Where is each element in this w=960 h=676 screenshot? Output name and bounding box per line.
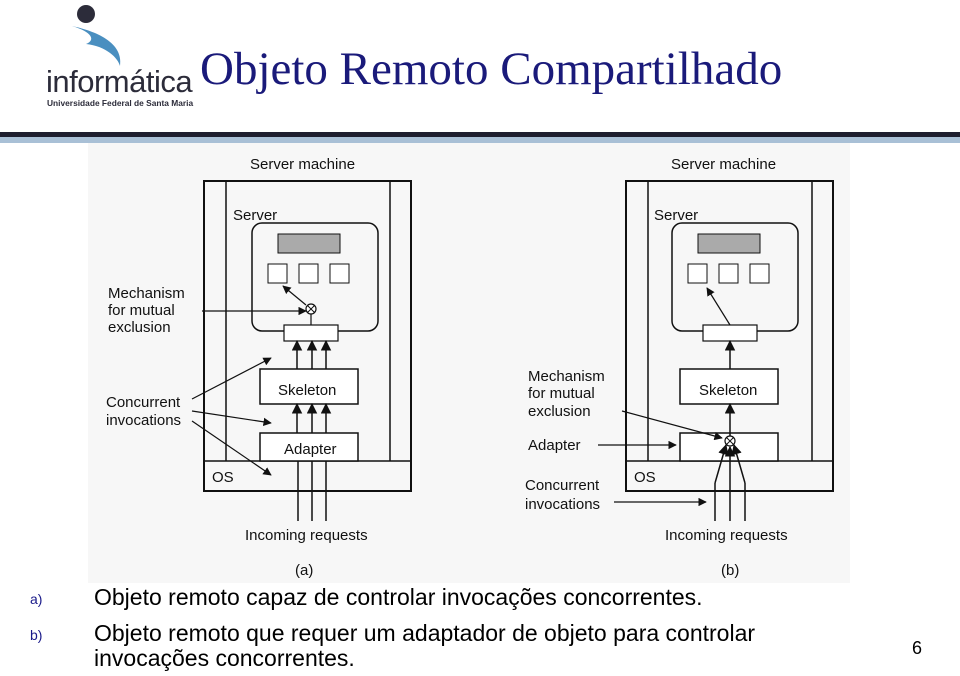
mechanism-label-b-2: for mutual xyxy=(528,385,595,402)
concurrent-label-b-1: Concurrent xyxy=(525,477,600,494)
mechanism-label-a-3: exclusion xyxy=(108,319,171,336)
university-logo: informática Universidade Federal de Sant… xyxy=(20,0,194,112)
concurrent-label-a-2: invocations xyxy=(106,412,181,429)
adapter-callout-label-b: Adapter xyxy=(528,437,581,454)
concurrent-label-a-1: Concurrent xyxy=(106,394,181,411)
mechanism-label-a-1: Mechanism xyxy=(108,285,185,302)
server-label-a: Server xyxy=(233,207,277,224)
page-title: Objeto Remoto Compartilhado xyxy=(200,43,783,95)
adapter-box-a xyxy=(259,432,359,462)
incoming-requests-label-a: Incoming requests xyxy=(245,527,368,544)
logo-swoosh-icon xyxy=(72,5,121,66)
bullet-marker-a: a) xyxy=(30,591,43,607)
bullet-text-b-line2: invocações concorrentes. xyxy=(94,645,355,671)
os-box-a xyxy=(203,460,412,492)
server-label-b: Server xyxy=(654,207,698,224)
bullet-text-a: Objeto remoto capaz de controlar invocaç… xyxy=(94,584,703,610)
bullet-text-b-line1: Objeto remoto que requer um adaptador de… xyxy=(94,620,756,646)
logo-wordmark: informática xyxy=(46,64,193,99)
logo-subtitle: Universidade Federal de Santa Maria xyxy=(47,98,194,108)
page-number: 6 xyxy=(912,638,923,658)
diagram-svg: Server machine OS Server Skeleton Ad xyxy=(106,156,834,579)
mechanism-label-b-3: exclusion xyxy=(528,403,591,420)
incoming-requests-label-b: Incoming requests xyxy=(665,527,788,544)
skeleton-label-b: Skeleton xyxy=(699,382,757,399)
bullet-marker-b: b) xyxy=(30,627,43,643)
os-label-b: OS xyxy=(634,469,656,486)
caption-b: (b) xyxy=(721,562,739,579)
panel-b: Server machine OS Server Skeleton xyxy=(525,156,834,579)
diagram-figure: Server machine OS Server Skeleton Ad xyxy=(88,143,850,583)
mechanism-label-b-1: Mechanism xyxy=(528,368,605,385)
server-machine-label-a: Server machine xyxy=(250,156,355,173)
os-label-a: OS xyxy=(212,469,234,486)
adapter-label-a: Adapter xyxy=(284,441,337,458)
server-machine-label-b: Server machine xyxy=(671,156,776,173)
panel-a: Server machine OS Server Skeleton Ad xyxy=(106,156,412,579)
header-rule-accent xyxy=(0,137,960,143)
header-rule xyxy=(0,132,960,137)
mechanism-label-a-2: for mutual xyxy=(108,302,175,319)
skeleton-label-a: Skeleton xyxy=(278,382,336,399)
caption-a: (a) xyxy=(295,562,313,579)
concurrent-label-b-2: invocations xyxy=(525,496,600,513)
